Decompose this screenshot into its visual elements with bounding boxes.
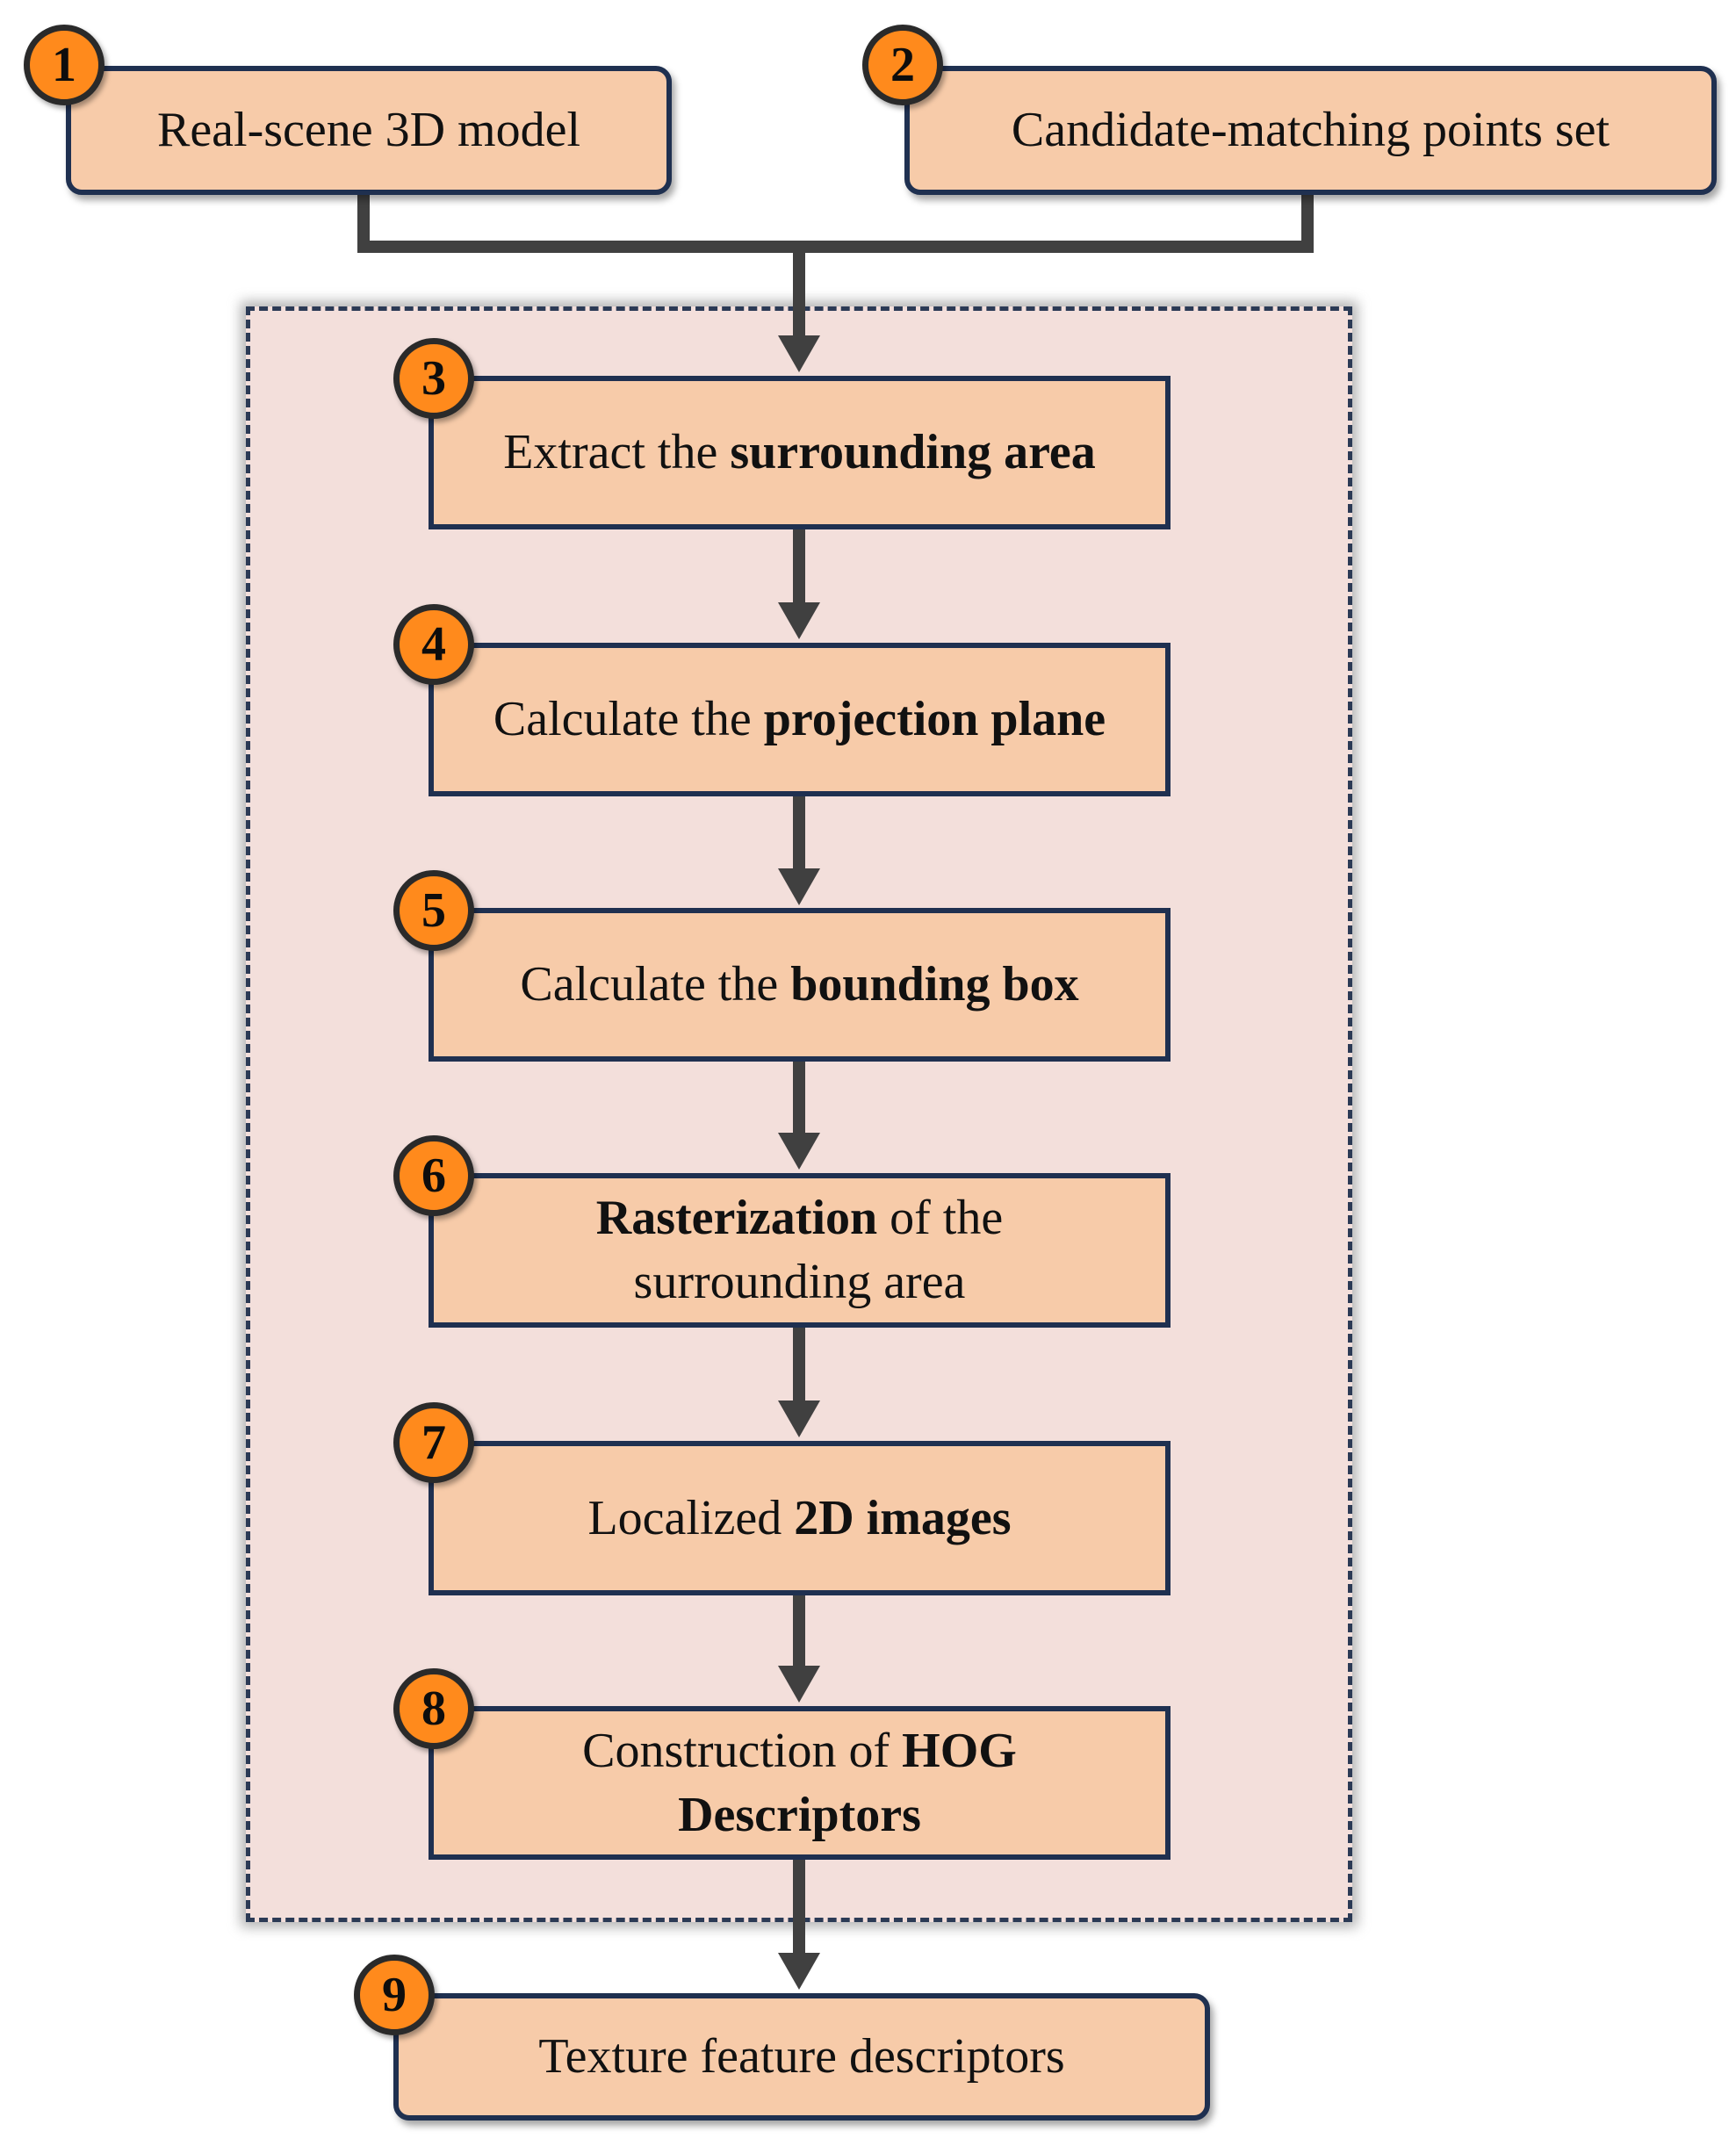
node-7-badge: 7	[393, 1402, 474, 1483]
node-3-text-run: Extract the	[503, 425, 731, 480]
node-6-box: Rasterization of the surrounding area	[429, 1173, 1171, 1328]
node-6-label: Rasterization of the surrounding area	[596, 1186, 1003, 1314]
arrowhead-node-4	[778, 602, 820, 639]
node-1-badge: 1	[24, 25, 104, 105]
node-6-text-run: surrounding area	[633, 1255, 966, 1309]
node-4-box: Calculate the projection plane	[429, 643, 1171, 796]
node-2-text-run: Candidate-matching points set	[1011, 103, 1610, 158]
node-2-label: Candidate-matching points set	[1012, 98, 1610, 162]
node-6-text-run: of the	[877, 1191, 1004, 1246]
arrowhead-node-7	[778, 1401, 820, 1437]
connector-node-2-to-merge	[799, 195, 1314, 253]
node-4-badge: 4	[393, 604, 474, 685]
node-2-badge: 2	[862, 25, 943, 105]
node-1-label: Real-scene 3D model	[157, 98, 580, 162]
node-5-badge: 5	[393, 870, 474, 951]
node-5-text-run: Calculate the	[520, 957, 791, 1012]
node-8-box: Construction of HOG Descriptors	[429, 1706, 1171, 1860]
arrowhead-node-9	[778, 1953, 820, 1990]
node-6-text-run: Rasterization	[595, 1191, 878, 1246]
node-4-text-run: projection plane	[763, 692, 1106, 747]
connector-node-1-to-merge	[357, 195, 799, 253]
node-6-badge: 6	[393, 1135, 474, 1216]
node-5-text-run: bounding box	[790, 957, 1079, 1012]
node-9-badge: 9	[354, 1955, 435, 2035]
node-7-box: Localized 2D images	[429, 1441, 1171, 1595]
node-5-label: Calculate the bounding box	[520, 953, 1078, 1017]
node-7-text-run: 2D images	[794, 1490, 1012, 1545]
node-2-box: Candidate-matching points set	[904, 66, 1717, 195]
node-1-box: Real-scene 3D model	[66, 66, 672, 195]
node-5-box: Calculate the bounding box	[429, 908, 1171, 1062]
node-7-label: Localized 2D images	[587, 1487, 1011, 1551]
node-3-text-run: surrounding area	[730, 425, 1096, 480]
node-7-text-run: Localized	[587, 1490, 795, 1545]
node-8-text-run: HOG	[902, 1723, 1017, 1778]
arrowhead-node-3	[778, 335, 820, 372]
node-1-text-run: Real-scene 3D model	[156, 103, 581, 158]
node-8-text-run: Descriptors	[678, 1787, 921, 1842]
node-9-label: Texture feature descriptors	[538, 2025, 1064, 2089]
node-4-text-run: Calculate the	[493, 692, 764, 747]
node-8-badge: 8	[393, 1668, 474, 1749]
node-3-label: Extract the surrounding area	[503, 421, 1096, 485]
node-4-label: Calculate the projection plane	[493, 688, 1106, 752]
arrowhead-node-8	[778, 1666, 820, 1703]
node-3-badge: 3	[393, 338, 474, 419]
node-8-label: Construction of HOG Descriptors	[582, 1719, 1017, 1847]
node-8-text-run: Construction of	[582, 1723, 903, 1778]
node-9-box: Texture feature descriptors	[393, 1993, 1210, 2121]
node-3-box: Extract the surrounding area	[429, 376, 1171, 529]
arrowhead-node-5	[778, 868, 820, 905]
node-9-text-run: Texture feature descriptors	[538, 2029, 1065, 2085]
arrowhead-node-6	[778, 1133, 820, 1170]
